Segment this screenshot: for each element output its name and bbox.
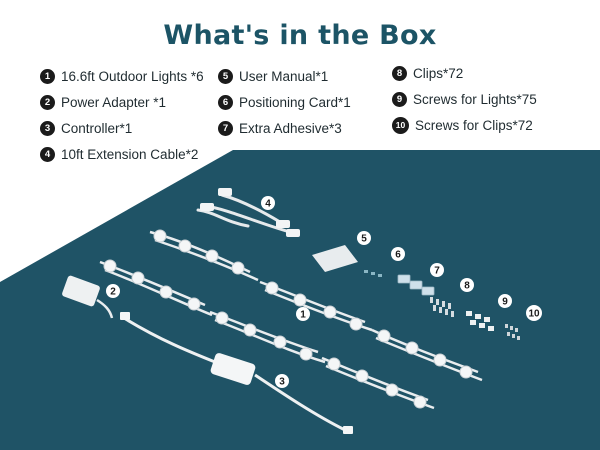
list-item: 1 16.6ft Outdoor Lights *6: [40, 67, 204, 85]
list-item-label: Screws for Clips*72: [415, 117, 533, 133]
number-badge: 1: [40, 68, 55, 84]
list-item-label: Extra Adhesive*3: [239, 120, 342, 136]
list-item: 6 Positioning Card*1: [218, 93, 351, 111]
marker-7: 7: [430, 263, 444, 277]
svg-text:10: 10: [528, 309, 540, 320]
scene-number-markers: 4 5 6 7 8 9 10 2 1 3: [106, 196, 542, 388]
list-item: 7 Extra Adhesive*3: [218, 119, 342, 137]
page-title: What's in the Box: [163, 20, 437, 51]
svg-text:1: 1: [300, 310, 306, 321]
svg-text:6: 6: [395, 250, 401, 261]
svg-text:7: 7: [434, 266, 440, 277]
list-item-label: Positioning Card*1: [239, 94, 351, 110]
power-adapter: [62, 275, 114, 319]
svg-text:9: 9: [502, 297, 508, 308]
list-item: 2 Power Adapter *1: [40, 93, 166, 111]
list-item-label: 10ft Extension Cable*2: [61, 146, 199, 162]
marker-8: 8: [460, 278, 474, 292]
marker-6: 6: [391, 247, 405, 261]
list-item: 10 Screws for Clips*72: [392, 116, 533, 134]
list-item-label: Screws for Lights*75: [413, 91, 537, 107]
list-item: 8 Clips*72: [392, 64, 463, 82]
list-item: 3 Controller*1: [40, 119, 132, 137]
list-item-label: Controller*1: [61, 120, 133, 136]
marker-1: 1: [296, 307, 310, 321]
svg-text:5: 5: [361, 234, 367, 245]
extra-adhesive: [397, 274, 435, 296]
extension-cable-group: [196, 188, 300, 237]
svg-text:4: 4: [265, 199, 271, 210]
screws-for-clips: [505, 324, 520, 340]
svg-text:2: 2: [110, 287, 116, 298]
list-item-label: Clips*72: [413, 65, 464, 81]
list-item-label: 16.6ft Outdoor Lights *6: [61, 68, 204, 84]
screws-for-lights: [466, 311, 494, 331]
number-badge: 6: [218, 94, 233, 110]
list-item-label: User Manual*1: [239, 68, 329, 84]
number-badge: 9: [392, 91, 407, 107]
user-manual: [312, 245, 358, 272]
svg-text:8: 8: [464, 281, 470, 292]
svg-text:3: 3: [279, 377, 285, 388]
light-bulbs: [103, 229, 473, 409]
positioning-card: [364, 270, 382, 277]
number-badge: 10: [392, 116, 409, 134]
list-item: 4 10ft Extension Cable*2: [40, 145, 198, 163]
number-badge: 8: [392, 65, 407, 81]
clips: [430, 297, 454, 317]
marker-5: 5: [357, 231, 371, 245]
list-item: 5 User Manual*1: [218, 67, 328, 85]
list-item-label: Power Adapter *1: [61, 94, 167, 110]
number-badge: 3: [40, 120, 55, 136]
number-badge: 5: [218, 68, 233, 84]
marker-2: 2: [106, 284, 120, 298]
marker-4: 4: [261, 196, 275, 210]
number-badge: 7: [218, 120, 233, 136]
list-item: 9 Screws for Lights*75: [392, 90, 537, 108]
controller: [120, 312, 353, 434]
number-badge: 4: [40, 146, 55, 162]
marker-10: 10: [526, 305, 542, 321]
marker-3: 3: [275, 374, 289, 388]
marker-9: 9: [498, 294, 512, 308]
number-badge: 2: [40, 94, 55, 110]
